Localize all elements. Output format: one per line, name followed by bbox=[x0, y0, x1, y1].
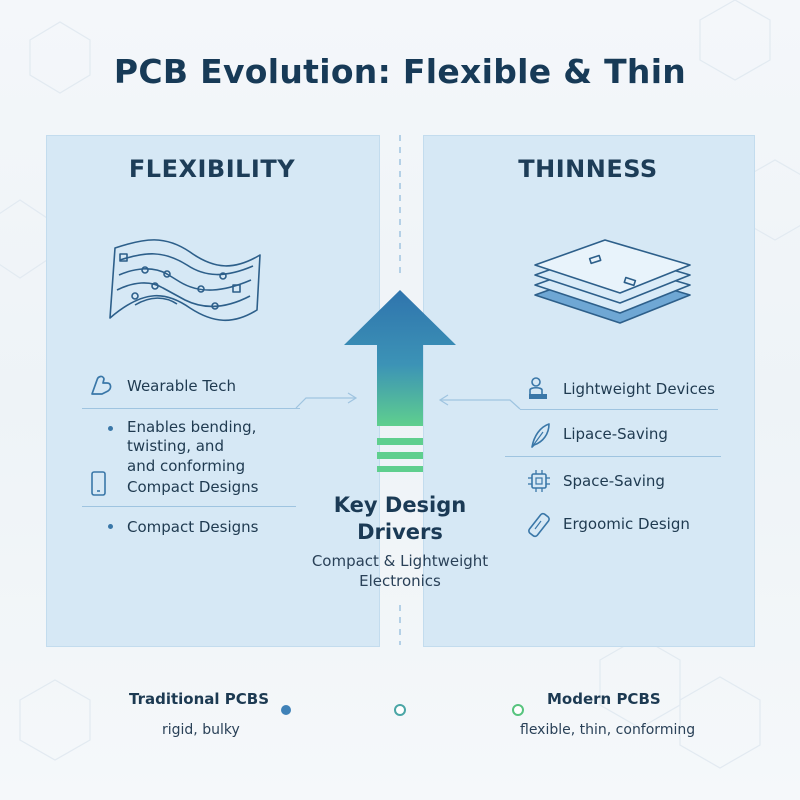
left-divider-1 bbox=[82, 408, 300, 409]
space-saving-label: Space-Saving bbox=[563, 472, 665, 490]
flexible-circuit-icon bbox=[109, 239, 261, 322]
key-design-drivers-line-1: Key Design bbox=[333, 493, 467, 517]
timeline-mid-node bbox=[394, 704, 406, 716]
page-title: PCB Evolution: Flexible & Thin bbox=[113, 52, 687, 91]
right-connector-arrow bbox=[438, 394, 521, 410]
bullet-dot bbox=[108, 524, 113, 529]
bullet-dot bbox=[108, 426, 113, 431]
enables-bending-line-1: Enables bending, bbox=[127, 418, 257, 436]
lightweight-devices-label: Lightweight Devices bbox=[563, 380, 715, 398]
enables-bending-line-3: and conforming bbox=[127, 457, 246, 475]
flexibility-heading: FLEXIBILITY bbox=[128, 155, 296, 183]
flexed-arm-icon bbox=[91, 375, 112, 395]
traditional-pcbs-label: Traditional PCBS bbox=[129, 690, 270, 708]
left-divider-2 bbox=[82, 506, 296, 507]
evolution-timeline bbox=[281, 704, 524, 716]
key-design-drivers-line-2: Drivers bbox=[357, 520, 443, 544]
left-connector-arrow bbox=[295, 392, 358, 409]
timeline-end-node bbox=[512, 704, 524, 716]
enables-bending-line-2: twisting, and bbox=[127, 437, 224, 455]
ergonomic-design-label: Ergoomic Design bbox=[563, 515, 690, 533]
center-subtitle-line-1: Compact & Lightweight bbox=[311, 552, 489, 570]
chip-icon bbox=[528, 470, 550, 492]
right-divider-1 bbox=[520, 409, 718, 410]
timeline-start-node bbox=[281, 705, 291, 715]
person-device-icon bbox=[529, 377, 547, 399]
compact-designs-label-2: Compact Designs bbox=[127, 518, 259, 536]
lipace-saving-label: Lipace-Saving bbox=[563, 425, 668, 443]
wearable-tech-label: Wearable Tech bbox=[127, 377, 237, 395]
traditional-pcbs-sub: rigid, bulky bbox=[162, 722, 240, 738]
center-subtitle-line-2: Electronics bbox=[359, 572, 441, 590]
flexibility-panel bbox=[46, 135, 380, 647]
feather-icon bbox=[531, 423, 550, 448]
modern-pcbs-sub: flexible, thin, conforming bbox=[520, 722, 696, 738]
thinness-heading: THINNESS bbox=[518, 155, 658, 183]
compact-designs-label-1: Compact Designs bbox=[127, 478, 259, 496]
modern-pcbs-label: Modern PCBS bbox=[547, 690, 661, 708]
smartphone-icon bbox=[91, 471, 106, 496]
stacked-layers-icon bbox=[534, 239, 691, 324]
handheld-device-icon bbox=[528, 512, 550, 538]
upward-arrow-icon bbox=[344, 290, 456, 472]
right-divider-2 bbox=[505, 456, 721, 457]
thinness-panel bbox=[423, 135, 755, 647]
